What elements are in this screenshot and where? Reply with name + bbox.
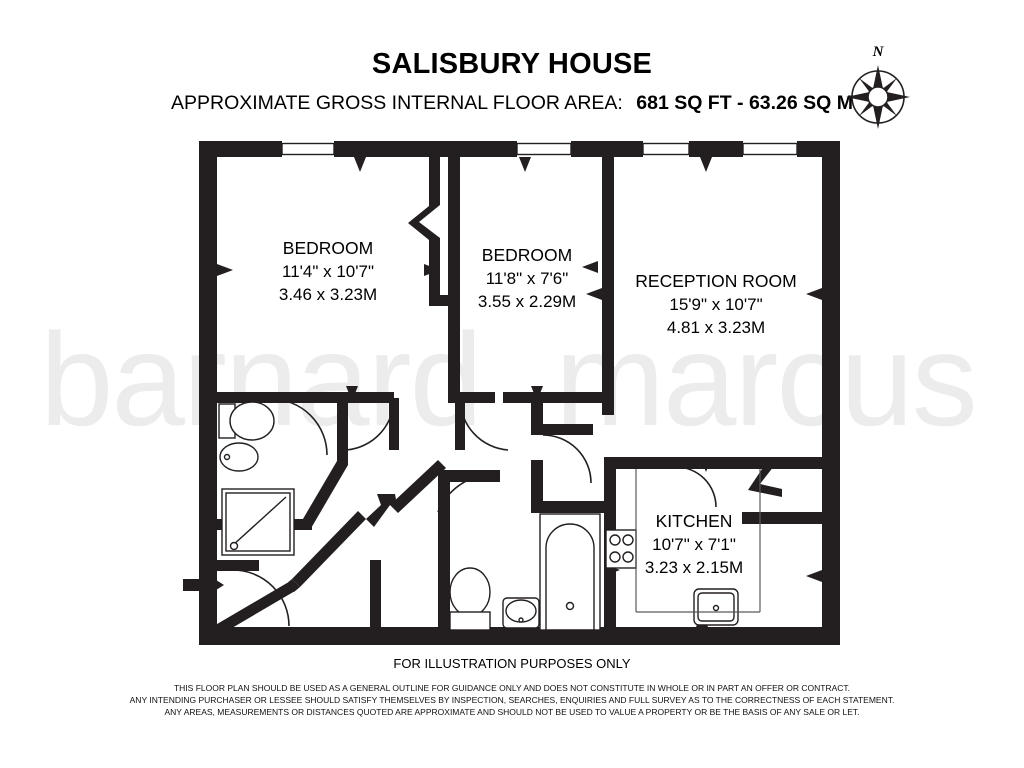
windows — [281, 141, 798, 157]
toilet-icon — [449, 567, 491, 631]
fixture-group-bathroom-1 — [218, 401, 295, 556]
svg-text:10'7" x 7'1": 10'7" x 7'1" — [652, 535, 736, 554]
doors — [232, 397, 717, 627]
disclaimer-line-3: ANY AREAS, MEASUREMENTS OR DISTANCES QUO… — [164, 707, 860, 717]
disclaimer-text: THIS FLOOR PLAN SHOULD BE USED AS A GENE… — [0, 682, 1024, 718]
compass-north-label: N — [872, 44, 884, 60]
washbasin-icon — [502, 597, 540, 629]
window-reception-right — [742, 141, 798, 157]
exterior-walls — [199, 141, 840, 645]
svg-text:BEDROOM: BEDROOM — [283, 238, 373, 258]
shower-icon — [221, 488, 295, 556]
cooker-hob-icon — [605, 529, 637, 569]
door-arc-bathroom-1 — [270, 398, 328, 456]
sink-icon — [693, 588, 739, 626]
room-label-reception-room: RECEPTION ROOM 15'9" x 10'7" 4.81 x 3.23… — [635, 271, 796, 337]
room-label-bedroom-2: BEDROOM 11'8" x 7'6" 3.55 x 2.29M — [478, 245, 576, 311]
svg-text:11'4" x 10'7": 11'4" x 10'7" — [282, 262, 374, 281]
compass-rose-icon — [846, 65, 910, 129]
window-bedroom-1 — [281, 141, 335, 157]
svg-text:3.55 x 2.29M: 3.55 x 2.29M — [478, 292, 576, 311]
svg-text:3.23 x 2.15M: 3.23 x 2.15M — [645, 558, 743, 577]
watermark-right: marcus — [555, 306, 976, 453]
floor-area-label: APPROXIMATE GROSS INTERNAL FLOOR AREA: — [170, 92, 623, 114]
door-arc-reception — [542, 434, 592, 484]
door-arc-hall — [437, 473, 501, 513]
svg-text:15'9" x 10'7": 15'9" x 10'7" — [669, 295, 762, 314]
fixture-group-bathroom-2 — [449, 513, 601, 631]
svg-text:RECEPTION ROOM: RECEPTION ROOM — [635, 271, 796, 291]
toilet-icon — [229, 401, 275, 441]
svg-text:4.81 x 3.23M: 4.81 x 3.23M — [667, 318, 765, 337]
floor-area-line: APPROXIMATE GROSS INTERNAL FLOOR AREA: 6… — [0, 92, 1024, 114]
compass-rose: N — [838, 44, 918, 134]
door-arc-entrance — [232, 569, 290, 627]
illustration-note: FOR ILLUSTRATION PURPOSES ONLY — [393, 656, 631, 671]
door-arc-kitchen — [675, 466, 717, 508]
window-reception-left — [642, 141, 690, 157]
room-label-bedroom-1: BEDROOM 11'4" x 10'7" 3.46 x 3.23M — [279, 238, 377, 304]
floor-area-value: 681 SQ FT - 63.26 SQ M — [636, 92, 853, 114]
disclaimer-line-2: ANY INTENDING PURCHASER OR LESSEE SHOULD… — [129, 695, 895, 705]
fixture-group-kitchen — [605, 469, 761, 626]
bathtub-icon — [539, 513, 601, 631]
svg-text:11'8" x 7'6": 11'8" x 7'6" — [486, 269, 569, 288]
entry-arrow-icon — [183, 573, 224, 597]
door-leaf-bedroom-2 — [455, 398, 465, 450]
internal-walls — [212, 157, 824, 645]
washbasin-icon — [219, 442, 259, 472]
room-label-kitchen: KITCHEN 10'7" x 7'1" 3.23 x 2.15M — [645, 511, 743, 577]
watermark: barnard marcus — [40, 306, 978, 453]
svg-text:3.46 x 3.23M: 3.46 x 3.23M — [279, 285, 377, 304]
door-leaf-bedroom-1 — [389, 398, 399, 450]
svg-text:BEDROOM: BEDROOM — [482, 245, 572, 265]
svg-text:KITCHEN: KITCHEN — [656, 511, 733, 531]
disclaimer-line-1: THIS FLOOR PLAN SHOULD BE USED AS A GENE… — [173, 683, 851, 693]
page-title: SALISBURY HOUSE — [371, 48, 653, 80]
window-bedroom-2 — [516, 141, 572, 157]
basin-tap-icon — [223, 453, 231, 461]
